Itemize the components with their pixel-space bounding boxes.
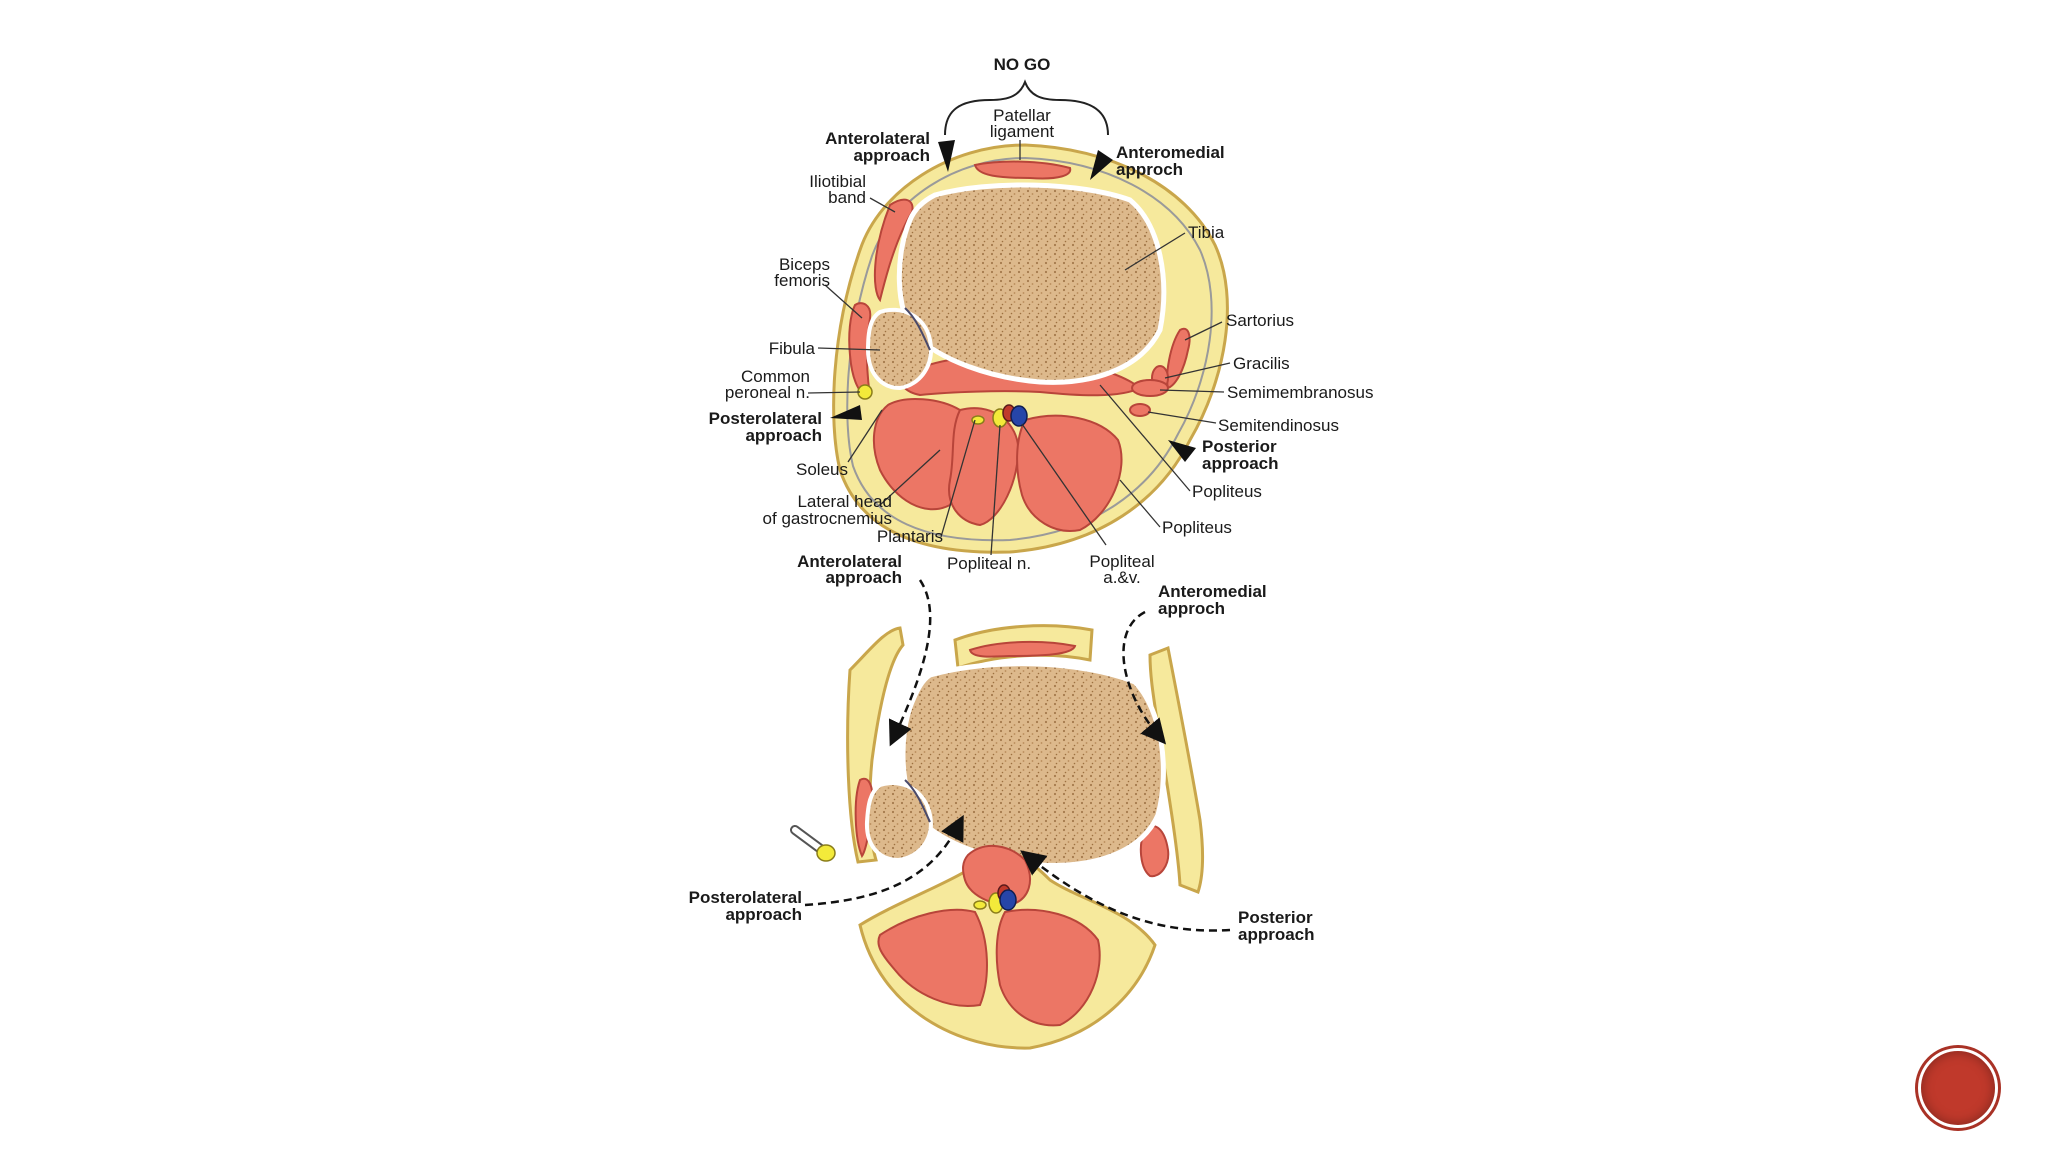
bottom-anterolateral-label-2: approach	[825, 568, 902, 587]
fibula-label: Fibula	[769, 339, 816, 358]
bottom-medial-gastrocnemius	[995, 908, 1101, 1027]
top-fibula-joint-line	[904, 307, 931, 351]
patellar-label-1: Patellar	[993, 106, 1051, 125]
sartorius-label: Sartorius	[1226, 311, 1294, 330]
iliotibial-label-2: band	[828, 188, 866, 207]
biceps-label-1: Biceps	[779, 255, 830, 274]
bottom-peroneal-nerve-stem-inner	[792, 827, 825, 853]
biceps-label-2: femoris	[774, 271, 830, 290]
top-popliteal-vein	[1010, 405, 1028, 427]
top-posterolateral-label-2: approach	[745, 426, 822, 445]
top-tibia-bone	[896, 182, 1167, 385]
top-anterolateral-wedge-icon	[938, 140, 955, 172]
bottom-posterior-arrow	[1020, 850, 1231, 932]
common-peroneal-label-1: Common	[741, 367, 810, 386]
top-patellar-ligament	[973, 160, 1072, 180]
top-semimembranosus	[1131, 379, 1169, 397]
top-posterior-label-2: approach	[1202, 454, 1279, 473]
popliteal-av-label-1: Popliteal	[1089, 552, 1154, 571]
top-posterolateral-label-1: Posterolateral	[709, 409, 822, 428]
top-semitendinosus	[1129, 403, 1151, 417]
iliotibial-label-1: Iliotibial	[809, 172, 866, 191]
bottom-posterior-label-1: Posterior	[1238, 908, 1313, 927]
bottom-small-yellow-vessel	[973, 900, 987, 910]
bottom-exploded-section: Anterolateral approach Anteromedial appr…	[689, 552, 1315, 1050]
bottom-fibula-bone	[864, 781, 933, 863]
bottom-posterolateral-arrow	[804, 814, 964, 907]
popliteal-nerve-label: Popliteal n.	[947, 554, 1031, 573]
top-anteromedial-label-2: approch	[1116, 160, 1183, 179]
popliteus-label-a: Popliteus	[1192, 482, 1262, 501]
tibia-label: Tibia	[1188, 223, 1225, 242]
bottom-anteromedial-label-2: approch	[1158, 599, 1225, 618]
top-posterolateral-wedge-icon	[830, 405, 862, 420]
soleus-label: Soleus	[796, 460, 848, 479]
gracilis-label: Gracilis	[1233, 354, 1290, 373]
bottom-tibia-bone	[900, 661, 1166, 868]
gastrocnemius-label-1: Lateral head	[797, 492, 892, 511]
bottom-anterolateral-arrow	[888, 579, 932, 747]
no-go-brace	[944, 79, 1109, 136]
top-sartorius	[1166, 327, 1191, 390]
bottom-peroneal-nerve	[816, 844, 836, 862]
bottom-patellar-ligament	[968, 640, 1077, 658]
common-peroneal-label-2: peroneal n.	[725, 383, 810, 402]
bottom-lateral-flap-muscle	[854, 777, 874, 859]
patellar-label-2: ligament	[990, 122, 1055, 141]
top-leader-lines	[807, 140, 1231, 556]
bottom-posterior-label-2: approach	[1238, 925, 1315, 944]
top-skin-line	[846, 156, 1213, 542]
top-posterior-wedge-icon	[1168, 440, 1196, 462]
popliteus-label-b: Popliteus	[1162, 518, 1232, 537]
no-go-label: NO GO	[994, 55, 1051, 74]
top-common-peroneal-nerve	[857, 384, 873, 400]
slide-number-badge	[1918, 1048, 1998, 1128]
top-iliotibial-band	[873, 198, 914, 303]
top-anterolateral-label-1: Anterolateral	[825, 129, 930, 148]
bottom-medial-flap-muscle	[1139, 825, 1170, 878]
bottom-lateral-gastrocnemius	[877, 908, 988, 1007]
bottom-posterolateral-label-2: approach	[725, 905, 802, 924]
top-anterolateral-label-2: approach	[853, 146, 930, 165]
top-medial-gastrocnemius	[1016, 414, 1123, 532]
top-fibula-bone	[865, 307, 933, 391]
top-lateral-gastrocnemius	[948, 407, 1020, 527]
semimembranosus-label: Semimembranosus	[1227, 383, 1373, 402]
bottom-anteromedial-arrow	[1122, 610, 1167, 745]
bottom-fibula-joint-line	[904, 779, 931, 823]
top-cross-section: NO GO Patellar ligament Anterolateral ap…	[709, 55, 1374, 587]
gastrocnemius-label-2: of gastrocnemius	[763, 509, 892, 528]
semitendinosus-label: Semitendinosus	[1218, 416, 1339, 435]
top-anteromedial-label-1: Anteromedial	[1116, 143, 1225, 162]
plantaris-label: Plantaris	[877, 527, 943, 546]
bottom-posterolateral-label-1: Posterolateral	[689, 888, 802, 907]
bottom-approach-arrows	[804, 579, 1231, 932]
bottom-popliteal-vein	[999, 889, 1017, 911]
top-posterior-label-1: Posterior	[1202, 437, 1277, 456]
top-anteromedial-wedge-icon	[1090, 150, 1113, 180]
bottom-anterolateral-label-1: Anterolateral	[797, 552, 902, 571]
bottom-anteromedial-label-1: Anteromedial	[1158, 582, 1267, 601]
popliteal-av-label-2: a.&v.	[1103, 568, 1140, 587]
